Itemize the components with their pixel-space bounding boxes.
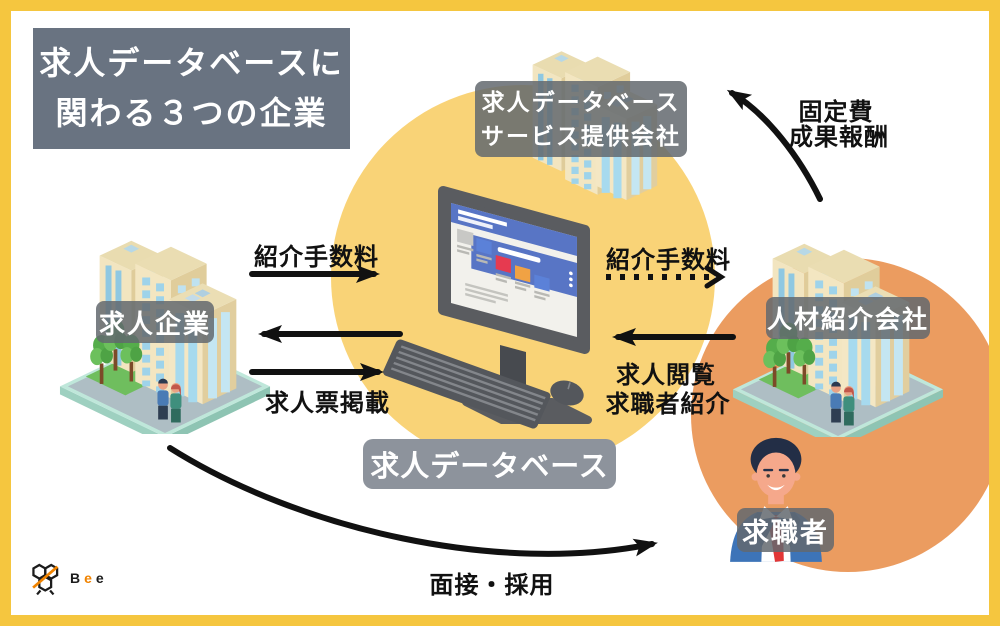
candidate-referral-label: 求職者紹介	[605, 391, 731, 418]
job-posting-label: 求人票掲載	[265, 390, 390, 417]
service-company-label: 求人データベース サービス提供会社	[475, 81, 687, 157]
service-company-label-line2: サービス提供会社	[481, 123, 681, 149]
logo-letter-e2: e	[95, 570, 108, 586]
computer-database-illustration	[383, 186, 592, 429]
database-label: 求人データベース	[363, 439, 616, 489]
logo-letter-b: B	[70, 570, 85, 586]
mouse	[550, 380, 584, 406]
performance-fee-label: 成果報酬	[789, 124, 889, 151]
bee-logo-text: Bee	[70, 570, 108, 586]
job-seeker-label: 求職者	[737, 508, 834, 552]
hiring-company-label: 求人企業	[96, 301, 214, 343]
staffing-agency-label: 人材紹介会社	[766, 297, 930, 339]
referral-fee-right-label: 紹介手数料	[606, 247, 731, 274]
referral-fee-left-label: 紹介手数料	[254, 244, 379, 271]
interview-hiring-label: 面接・採用	[429, 572, 555, 599]
monitor-screen	[451, 203, 577, 337]
diagram-title: 求人データベースに 関わる３つの企業	[33, 28, 350, 149]
bee-logo: Bee	[28, 560, 108, 596]
title-line-2: 関わる３つの企業	[55, 94, 328, 131]
keyboard	[383, 339, 551, 429]
logo-letter-e1: e	[84, 570, 96, 586]
job-browsing-label: 求人閲覧	[616, 362, 716, 389]
service-company-label-line1: 求人データベース	[481, 89, 681, 115]
bee-logo-icon	[32, 563, 59, 596]
title-line-1: 求人データベースに	[39, 44, 344, 81]
